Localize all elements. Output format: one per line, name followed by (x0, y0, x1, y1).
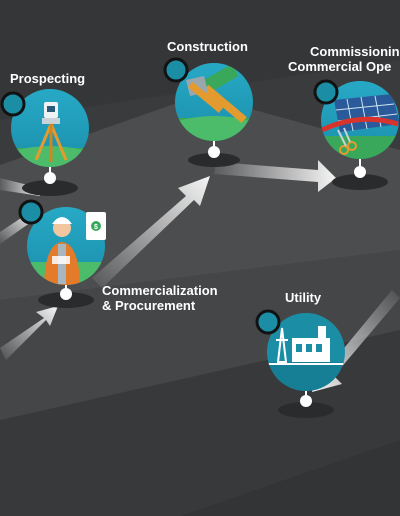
commissioning-label: Commissioning Commercial Ope (288, 44, 400, 74)
stage-commissioning (313, 79, 399, 190)
surveyor-theodolite-icon (11, 102, 89, 167)
solar-panel-ribbon-icon (321, 94, 399, 159)
construction-label: Construction (167, 39, 248, 54)
construction-marker (163, 57, 189, 83)
stage-utility (255, 309, 345, 418)
svg-text:$: $ (94, 224, 98, 231)
prospecting-pin (44, 172, 56, 184)
commercialization-label-line1: Commercialization (102, 283, 218, 298)
prospecting-marker (0, 91, 26, 117)
flow-arrow-to-commercialization (0, 306, 58, 360)
scissors-icon (337, 127, 357, 155)
stage-prospecting (0, 89, 89, 196)
commercialization-pin (60, 288, 72, 300)
utility-pin (300, 395, 312, 407)
flow-arrow-to-commissioning (214, 160, 336, 192)
commercialization-marker (18, 199, 44, 225)
commissioning-label-line2: Commercial Ope (288, 59, 392, 74)
utility-label: Utility (285, 290, 322, 305)
commissioning-pin (354, 166, 366, 178)
flow-arrow-to-construction (92, 176, 210, 288)
stage-commercialization: $ (18, 199, 106, 308)
commercialization-label-line2: & Procurement (102, 298, 196, 313)
construction-pin (208, 146, 220, 158)
prospecting-label: Prospecting (10, 71, 86, 86)
commissioning-label-line1: Commissioning (310, 44, 400, 59)
commissioning-marker (313, 79, 339, 105)
utility-marker (255, 309, 281, 335)
hammer-ruler-icon (175, 63, 253, 141)
commercialization-label: Commercialization & Procurement (102, 283, 218, 313)
stage-construction (163, 57, 253, 167)
